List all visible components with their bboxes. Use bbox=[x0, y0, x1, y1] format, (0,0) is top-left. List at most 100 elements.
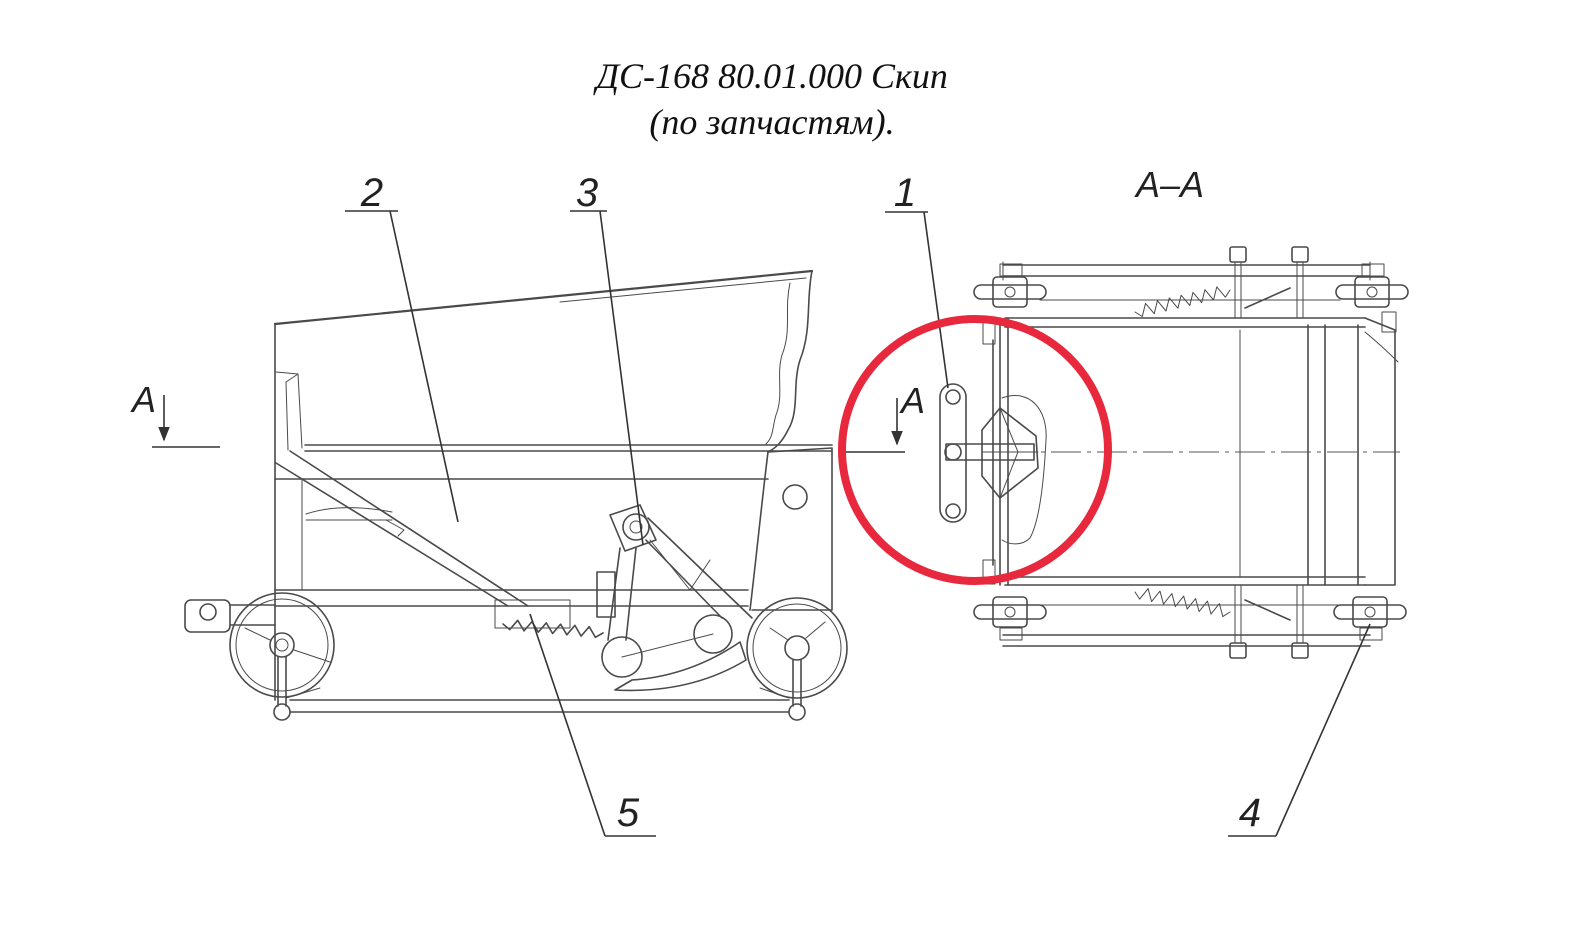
section-view-a-a bbox=[939, 246, 1409, 659]
frame-top-rail bbox=[304, 444, 833, 452]
hitch-hole-middle bbox=[944, 443, 962, 461]
roller-tire bbox=[1333, 604, 1407, 620]
hopper-right-wall-break-line bbox=[765, 282, 791, 445]
bumper-pin bbox=[199, 603, 217, 621]
hitch-hole-top bbox=[945, 389, 961, 405]
mechanism-link bbox=[621, 633, 714, 658]
bottom-spring-brace bbox=[1244, 599, 1291, 621]
roller-bottom-right bbox=[1333, 596, 1407, 641]
left-wheel bbox=[229, 592, 335, 721]
body-rear-frame bbox=[1307, 324, 1359, 586]
roller-mount bbox=[1361, 263, 1385, 277]
title-line-2: (по запчастям). bbox=[649, 102, 894, 142]
body-right-wall-lower bbox=[749, 451, 769, 611]
section-cut-left: A bbox=[130, 379, 220, 448]
body-right-lug bbox=[1381, 311, 1397, 333]
bottom-chassis bbox=[285, 687, 790, 713]
right-wheel-hub bbox=[784, 635, 810, 661]
roller-tire bbox=[1335, 284, 1409, 300]
hopper-body bbox=[273, 269, 814, 701]
hitch-bracket bbox=[981, 407, 1039, 499]
hitch-housing bbox=[1001, 395, 1047, 545]
mechanism-pivot bbox=[622, 513, 650, 541]
left-wheel-bracket bbox=[244, 627, 331, 663]
roller-mount bbox=[1359, 627, 1383, 641]
highlight-circle bbox=[838, 315, 1112, 585]
roller-hub bbox=[1354, 276, 1390, 308]
callout-leader bbox=[885, 211, 949, 389]
mechanism-lever bbox=[645, 517, 753, 619]
bolt-shaft-bottom-1 bbox=[1234, 584, 1242, 644]
roller-mount bbox=[999, 627, 1023, 641]
cut-marker-right-label: A bbox=[899, 380, 925, 421]
bolt-nut-bottom-1 bbox=[1229, 642, 1247, 659]
inner-diagonal-plate bbox=[275, 450, 529, 607]
hopper-right-wall bbox=[767, 270, 813, 453]
mechanism-bracket bbox=[596, 571, 616, 618]
callout-part-4: 4 bbox=[1228, 623, 1371, 837]
bolt-shaft-top-2 bbox=[1296, 261, 1304, 319]
left-wheel-post bbox=[277, 656, 287, 707]
left-bumper bbox=[184, 599, 276, 633]
body-top-wall bbox=[1004, 317, 1366, 328]
bumper-plate bbox=[184, 599, 231, 633]
roller-axle bbox=[1366, 286, 1378, 298]
roller-hub bbox=[992, 596, 1028, 628]
roller-tire bbox=[973, 604, 1047, 620]
top-rail-beam bbox=[1002, 264, 1371, 277]
right-wheel bbox=[746, 597, 848, 721]
mechanism-pivot-plate bbox=[609, 504, 657, 552]
left-wheel-hub bbox=[269, 632, 295, 658]
left-chassis-roller bbox=[273, 703, 291, 721]
callout-part-5: 5 bbox=[529, 613, 656, 837]
frame bbox=[274, 444, 833, 639]
callout-leader bbox=[345, 210, 459, 523]
frame-lower-rail bbox=[274, 589, 749, 607]
roller-bottom-left bbox=[973, 596, 1047, 641]
callout-number: 4 bbox=[1239, 791, 1261, 835]
frame-stiffener-bar bbox=[305, 507, 393, 521]
roller-mount bbox=[999, 263, 1023, 277]
hitch-assembly bbox=[939, 339, 1047, 566]
hopper-top-inner-edge bbox=[559, 277, 807, 303]
mechanism-arm bbox=[607, 547, 637, 641]
callout-leader bbox=[1228, 623, 1371, 837]
hitch-hole-bottom bbox=[945, 503, 961, 519]
callout-leader bbox=[570, 210, 644, 546]
callout-part-2: 2 bbox=[345, 171, 459, 523]
callout-number: 5 bbox=[617, 791, 640, 835]
cut-marker-left-label: A bbox=[130, 379, 156, 420]
roller-axle bbox=[1004, 286, 1016, 298]
title-line-1: ДС-168 80.01.000 Скип bbox=[593, 56, 948, 96]
mechanism-lower-roller bbox=[601, 636, 643, 678]
drawing-title: ДС-168 80.01.000 Скип (по запчастям). bbox=[593, 56, 948, 142]
spring-housing bbox=[494, 599, 571, 629]
bolt-nut-bottom-2 bbox=[1291, 642, 1309, 659]
left-wheel-rim bbox=[229, 592, 335, 698]
rear-spring bbox=[502, 619, 604, 639]
side-view bbox=[184, 269, 848, 721]
right-chassis-roller bbox=[788, 703, 806, 721]
frame-hole bbox=[782, 484, 808, 510]
tension-bolts bbox=[1229, 246, 1309, 659]
roller-axle bbox=[1004, 606, 1016, 618]
bottom-rail-beam bbox=[1002, 634, 1371, 647]
roller-top-left bbox=[973, 263, 1047, 308]
frame-right-post bbox=[751, 447, 833, 611]
mechanism-triangle-brace bbox=[649, 539, 711, 591]
body-right-curve bbox=[1364, 331, 1399, 363]
callout-number: 1 bbox=[894, 171, 916, 215]
bottom-spring bbox=[1134, 588, 1231, 618]
right-wheel-bracket bbox=[769, 621, 826, 641]
top-rail bbox=[1002, 261, 1371, 301]
body-right-end bbox=[1364, 317, 1396, 586]
gate-bucket-bottom bbox=[614, 641, 747, 692]
roller-hub bbox=[1352, 596, 1388, 628]
hitch-link-plate bbox=[939, 383, 967, 523]
right-wheel-tread bbox=[752, 603, 842, 693]
top-spring-brace bbox=[1244, 287, 1291, 309]
callout-leader bbox=[529, 613, 656, 837]
hopper-top-edge bbox=[273, 269, 814, 326]
roller-tire bbox=[973, 284, 1047, 300]
